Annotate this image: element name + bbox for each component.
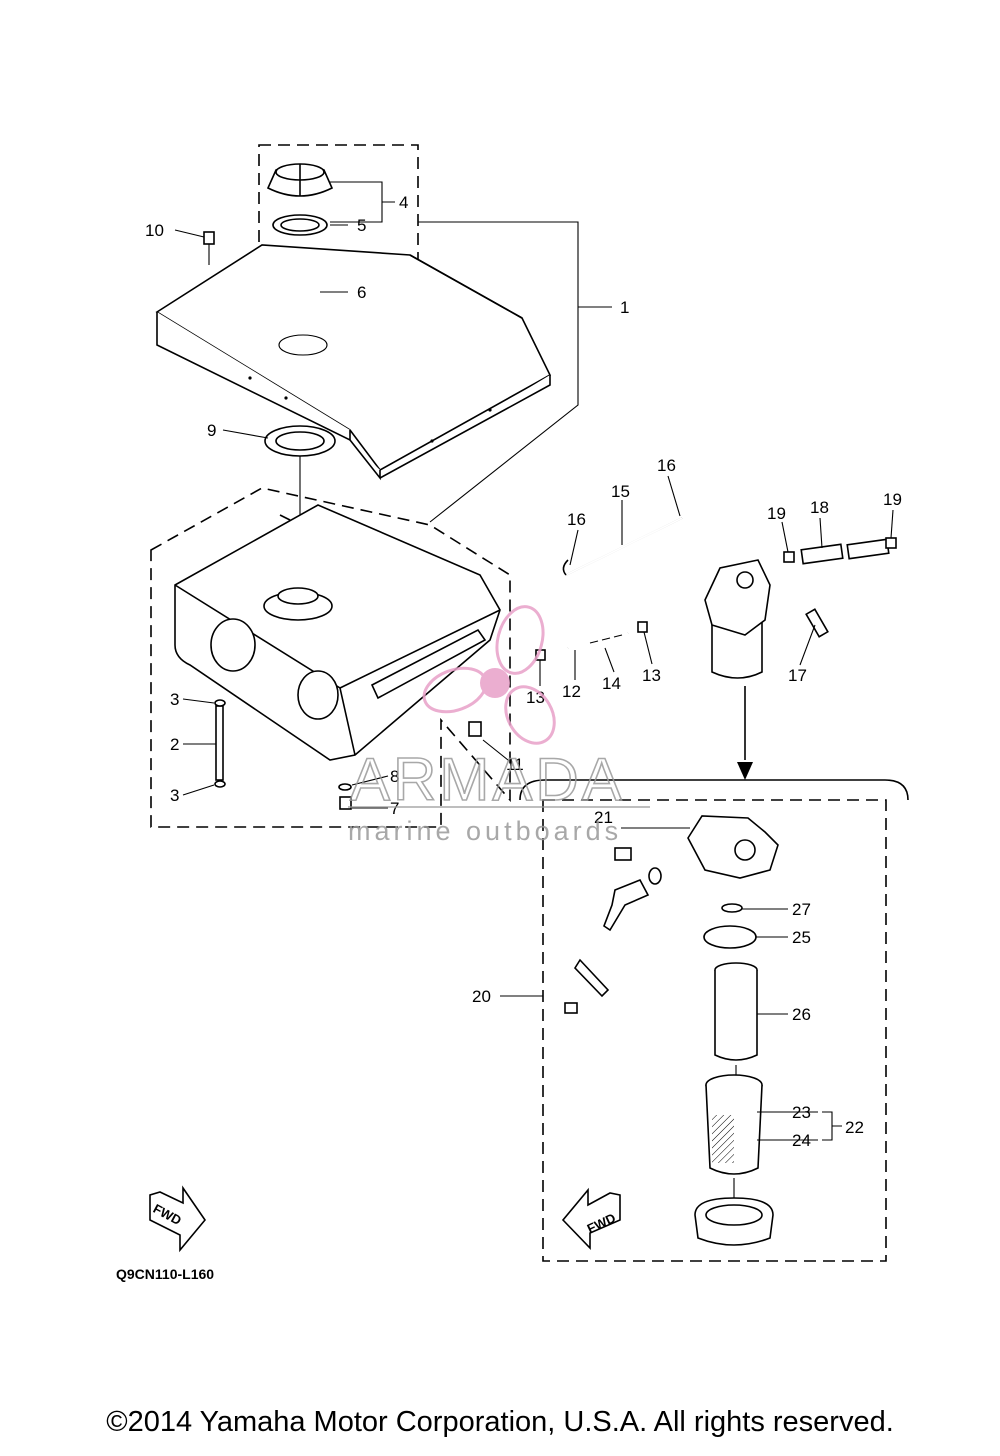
callout-3a: 3 <box>170 690 179 709</box>
callout-19b: 19 <box>883 490 902 509</box>
callout-6: 6 <box>357 283 366 302</box>
fwd-arrow-right: FWD <box>561 1187 621 1250</box>
sight-tube <box>214 699 226 788</box>
callout-10: 10 <box>145 221 164 240</box>
callout-15: 15 <box>611 482 630 501</box>
callout-20: 20 <box>472 987 491 1006</box>
callout-11: 11 <box>506 755 524 774</box>
callout-21: 21 <box>594 808 613 827</box>
diagram-code: Q9CN110-L160 <box>116 1266 214 1282</box>
watermark-tagline: marine outboards <box>348 816 622 846</box>
bolt-10 <box>203 231 215 265</box>
callout-27: 27 <box>792 900 811 919</box>
callout-25: 25 <box>792 928 811 947</box>
propeller-logo <box>422 605 556 745</box>
copyright-notice: ©2014 Yamaha Motor Corporation, U.S.A. A… <box>106 1406 894 1438</box>
callout-9: 9 <box>207 421 216 440</box>
fuel-tank <box>150 487 511 828</box>
callout-4: 4 <box>399 193 408 212</box>
callout-1: 1 <box>620 298 629 317</box>
callout-16b: 16 <box>657 456 676 475</box>
callout-2: 2 <box>170 735 179 754</box>
watermark-brand: ARMADA <box>350 746 625 813</box>
callout-17: 17 <box>788 666 807 685</box>
tank-gasket <box>264 425 336 585</box>
leader-lines <box>174 181 894 1141</box>
fuel-hose-15 <box>562 517 683 576</box>
watermark: ARMADA marine outboards <box>348 605 650 846</box>
callout-16a: 16 <box>567 510 586 529</box>
callout-12: 12 <box>562 682 581 701</box>
tank-cover <box>155 244 552 481</box>
callout-26: 26 <box>792 1005 811 1024</box>
callout-7: 7 <box>390 799 399 818</box>
bolt-11 <box>468 721 482 737</box>
callout-13b: 13 <box>642 666 661 685</box>
filter-detail-assembly <box>519 779 909 1262</box>
callout-8: 8 <box>390 767 399 786</box>
callout-22: 22 <box>845 1118 864 1137</box>
fuel-filter <box>704 559 829 780</box>
hose-18 <box>800 538 890 565</box>
drain-bolt <box>338 783 352 810</box>
callout-14: 14 <box>602 674 621 693</box>
callout-24: 24 <box>792 1131 811 1150</box>
callout-18: 18 <box>810 498 829 517</box>
callout-5: 5 <box>357 216 366 235</box>
callout-23: 23 <box>792 1103 811 1122</box>
joint-14 <box>567 629 629 652</box>
callout-3b: 3 <box>170 786 179 805</box>
callout-19a: 19 <box>767 504 786 523</box>
fwd-arrow-left: FWD <box>149 1185 207 1253</box>
callout-labels: 1 2 3 3 4 5 6 7 8 9 10 11 12 13 13 14 15… <box>145 193 902 1150</box>
